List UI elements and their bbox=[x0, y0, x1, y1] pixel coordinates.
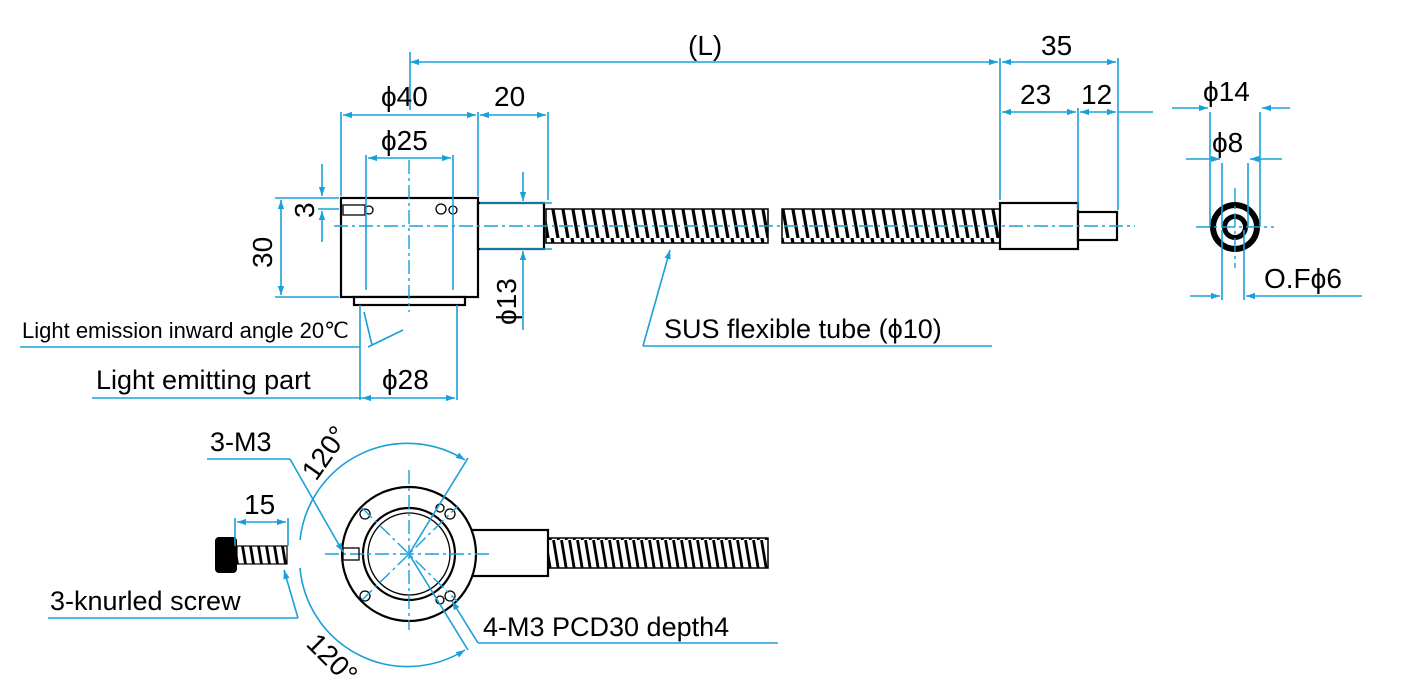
dim-phi28: ϕ28 bbox=[382, 364, 429, 395]
dim-3: 3 bbox=[289, 202, 320, 218]
dim-of6: O.Fϕ6 bbox=[1264, 263, 1342, 294]
dim-30: 30 bbox=[247, 237, 278, 268]
dim-20: 20 bbox=[494, 81, 525, 112]
side-screw-head bbox=[364, 205, 374, 215]
dim-L: (L) bbox=[688, 30, 722, 61]
label-emission-angle: Light emission inward angle 20℃ bbox=[22, 318, 349, 343]
end-view: ϕ14 ϕ8 O.Fϕ6 bbox=[1172, 76, 1362, 300]
dim-phi40: ϕ40 bbox=[381, 81, 428, 112]
label-flexible-tube: SUS flexible tube (ϕ10) bbox=[664, 314, 942, 344]
bottom-view: 120° 120° 15 3-M3 3-knurled screw 4-M3 P… bbox=[48, 420, 778, 690]
dim-120-bottom: 120° bbox=[301, 627, 364, 690]
side-screw-head bbox=[435, 203, 447, 215]
dim-35: 35 bbox=[1041, 30, 1072, 61]
dim-15: 15 bbox=[244, 489, 275, 520]
dim-phi13: ϕ13 bbox=[491, 278, 522, 325]
flexible-tube-segment bbox=[545, 208, 769, 244]
label-pcd: 4-M3 PCD30 depth4 bbox=[483, 612, 729, 642]
dim-phi8: ϕ8 bbox=[1212, 127, 1243, 158]
dim-23: 23 bbox=[1020, 79, 1051, 110]
label-light-emitting-part: Light emitting part bbox=[96, 365, 311, 395]
label-3-m3: 3-M3 bbox=[210, 427, 272, 457]
knurled-screw-shaft bbox=[236, 545, 288, 565]
knurled-screw-head bbox=[215, 537, 237, 573]
dim-phi25: ϕ25 bbox=[381, 125, 428, 156]
label-knurled-screw: 3-knurled screw bbox=[50, 586, 241, 616]
dim-120-top: 120° bbox=[296, 420, 355, 485]
dim-12: 12 bbox=[1081, 79, 1112, 110]
dim-phi14: ϕ14 bbox=[1203, 76, 1250, 107]
bottom-tube bbox=[547, 537, 769, 569]
side-view: (L) 35 23 12 ϕ40 20 ϕ25 30 3 ϕ13 ϕ28 L bbox=[20, 30, 1153, 402]
bottom-neck bbox=[468, 528, 550, 578]
